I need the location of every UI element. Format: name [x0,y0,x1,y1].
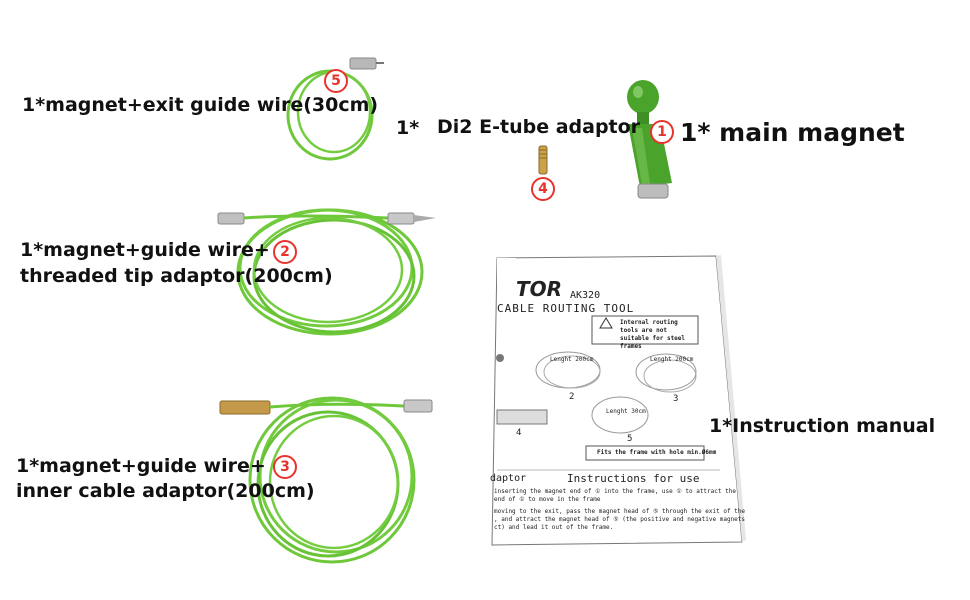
manual-text-4: , and attract the magnet head of ⑤ (the … [494,516,746,523]
manual-brand: TOR [516,277,563,301]
exit-wire-label: 1*magnet+exit guide wire(30cm) [22,94,379,116]
badge-3: 3 [273,455,297,479]
threaded-tip-adaptor [387,212,415,225]
manual-fit-note: Fits the frame with hole min.Ø6mm [597,449,717,456]
manual-num-5: 5 [627,434,633,444]
manual-num-2: 2 [569,392,575,402]
main-magnet-label: 1* main magnet [680,118,905,147]
manual-section-title: Instructions for use [567,472,700,485]
threaded-wire-label-line2: threaded tip adaptor(200cm) [20,265,333,287]
di2-etube-adaptor [538,145,548,175]
manual-length-200-b: Lenght 200cm [650,356,694,363]
inner-wire-label-line2: inner cable adaptor(200cm) [16,480,315,502]
badge-2: 2 [273,240,297,264]
manual-text-1: inserting the magnet end of ① into the f… [494,488,736,495]
exit-wire-magnet-tip [349,57,377,70]
inner-cable-adaptor [219,400,271,415]
adaptor-qty: 1* [396,117,420,139]
manual-section-left: daptor [490,473,527,484]
manual-text-2: end of ① to move in the frame [494,496,601,503]
manual-num-4: 4 [516,428,522,438]
instruction-manual-sheet [491,255,746,546]
badge-4: 4 [531,177,555,201]
threaded-guide-wire [217,208,436,336]
manual-title: CABLE ROUTING TOOL [497,302,635,315]
badge-1: 1 [650,120,674,144]
adaptor-label: Di2 E-tube adaptor [437,116,641,138]
manual-length-30: Lenght 30cm [606,408,646,415]
manual-label: 1*Instruction manual [709,415,936,437]
manual-num-3: 3 [673,394,679,404]
inner-cable-guide-wire [219,396,433,564]
manual-warning: Internal routing tools are not suitable … [620,319,686,350]
main-magnet-tool [627,80,672,199]
manual-text-5: ct) and lead it out of the frame. [494,524,614,531]
manual-model: AK320 [570,290,601,301]
badge-5: 5 [324,69,348,93]
manual-text-3: moving to the exit, pass the magnet head… [494,508,746,515]
threaded-wire-label-line1: 1*magnet+guide wire+ [20,239,270,261]
manual-length-200-a: Lenght 200cm [550,356,594,363]
inner-wire-label-line1: 1*magnet+guide wire+ [16,455,266,477]
